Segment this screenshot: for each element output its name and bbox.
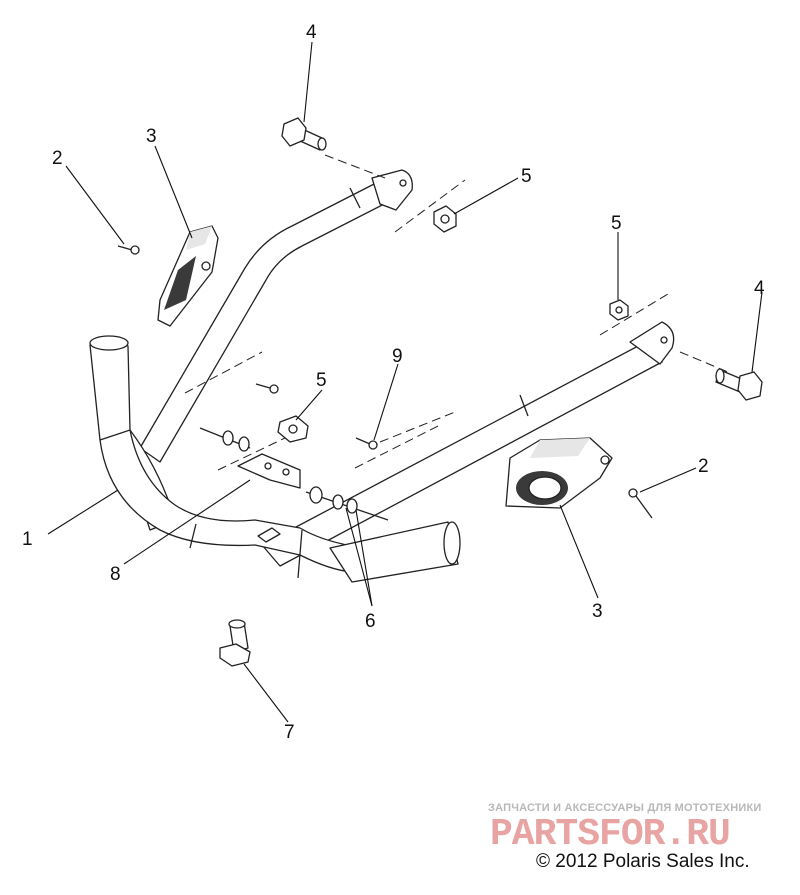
screw-right — [628, 488, 653, 519]
copyright-notice: © 2012 Polaris Sales Inc. — [536, 851, 750, 872]
callout-9: 9 — [392, 346, 403, 367]
callout-4-top: 4 — [306, 22, 317, 43]
bumper-tube-assembly — [89, 169, 675, 583]
callout-5-right: 5 — [611, 213, 622, 234]
bolt-right — [715, 368, 763, 401]
screw-left — [117, 245, 140, 255]
callout-2-right: 2 — [698, 456, 709, 477]
mount-plate-8 — [237, 453, 301, 489]
callout-1: 1 — [22, 529, 33, 550]
nut-center — [277, 415, 309, 443]
callout-2-left: 2 — [52, 148, 63, 169]
left-mount-bracket — [157, 225, 219, 327]
callout-7: 7 — [284, 722, 295, 743]
callout-8: 8 — [110, 564, 121, 585]
right-mount-bracket — [505, 437, 613, 509]
callout-6: 6 — [365, 611, 376, 632]
nut-right — [609, 299, 629, 321]
watermark-logo: PARTSFOR.RU — [490, 813, 731, 852]
leader-lines — [47, 41, 763, 723]
callout-5-upper: 5 — [521, 166, 532, 187]
callout-3-left: 3 — [146, 126, 157, 147]
callout-5-center: 5 — [316, 370, 327, 391]
callout-labels: 1 2 2 3 3 4 4 5 5 5 6 7 8 9 — [22, 22, 765, 743]
alignment-lines — [184, 154, 729, 471]
callout-4-right: 4 — [754, 278, 765, 299]
small-bolt-9 — [355, 437, 378, 450]
watermark-tagline: ЗАПЧАСТИ И АКСЕССУАРЫ ДЛЯ МОТОТЕХНИКИ — [488, 802, 762, 814]
callout-3-right: 3 — [592, 601, 603, 622]
rivets-6 — [199, 427, 389, 521]
bolt-upper-left — [281, 117, 327, 151]
screw-center-upper — [255, 383, 279, 394]
nut-upper — [433, 205, 457, 233]
bolt-lower-7 — [219, 619, 251, 667]
watermark-logo-text: PARTSFOR.RU — [490, 813, 730, 852]
